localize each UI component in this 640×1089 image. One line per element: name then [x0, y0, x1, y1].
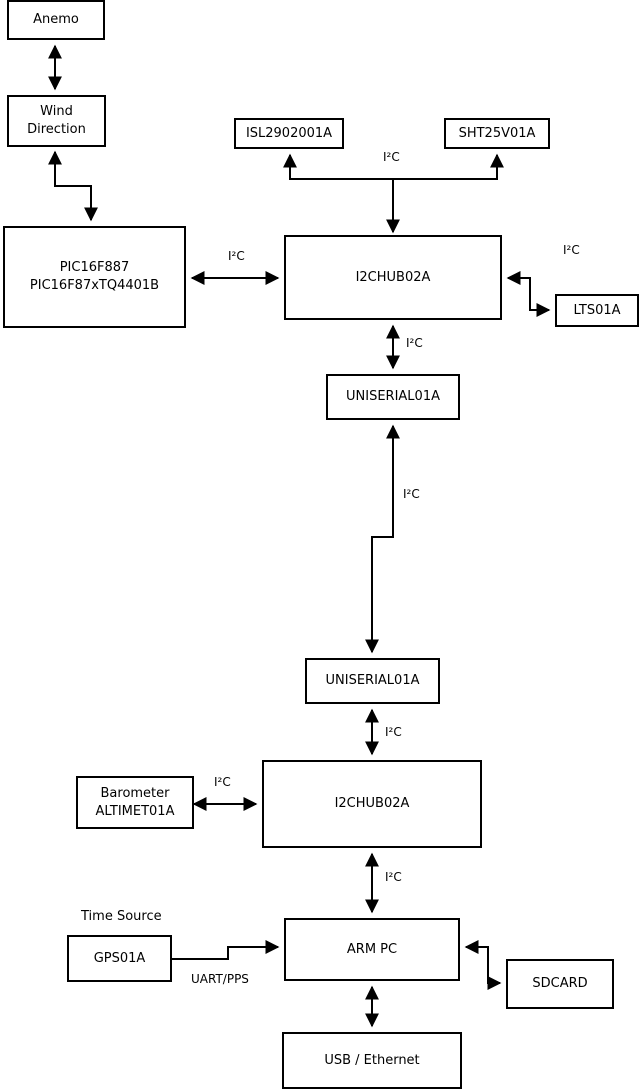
node-wind-direction[interactable]: Wind Direction [7, 95, 106, 147]
node-isl2902001a[interactable]: ISL2902001A [234, 118, 344, 149]
edge-label-barometer-hub: I²C [214, 775, 231, 789]
node-arm-pc[interactable]: ARM PC [284, 918, 460, 981]
node-anemo[interactable]: Anemo [7, 0, 105, 40]
connector-trunk-isl [283, 153, 393, 180]
connector-wind-pic [48, 150, 98, 222]
edge-label-hub-sensors: I²C [383, 150, 400, 164]
node-barometer-altimet01a-label: Barometer ALTIMET01A [95, 785, 175, 819]
edge-label-uniserial-hub2: I²C [385, 725, 402, 739]
node-sht25v01a-label: SHT25V01A [458, 125, 536, 141]
node-gps01a-label: GPS01A [93, 950, 146, 966]
node-uniserial01a-bottom-label: UNISERIAL01A [325, 673, 420, 689]
node-uniserial01a-bottom[interactable]: UNISERIAL01A [305, 658, 440, 704]
edge-label-pic-hub: I²C [228, 249, 245, 263]
edge-label-gps-armpc: UART/PPS [191, 972, 249, 986]
node-arm-pc-label: ARM PC [346, 941, 398, 957]
node-sdcard[interactable]: SDCARD [506, 959, 614, 1009]
label-time-source: Time Source [81, 909, 162, 924]
node-anemo-label: Anemo [33, 12, 79, 28]
edge-label-hub-lts: I²C [563, 243, 580, 257]
node-usb-ethernet-label: USB / Ethernet [324, 1052, 420, 1068]
node-pic-microcontroller-label: PIC16F887 PIC16F87xTQ4401B [29, 260, 160, 293]
connector-hubtop-lts [506, 271, 551, 317]
connector-trunk-sht [393, 153, 504, 180]
node-uniserial01a-top[interactable]: UNISERIAL01A [326, 374, 460, 420]
node-uniserial01a-top-label: UNISERIAL01A [346, 389, 440, 405]
node-i2chub02a-top[interactable]: I2CHUB02A [284, 235, 502, 320]
edge-label-uniserial-link: I²C [403, 487, 420, 501]
edge-label-hub-uniserial: I²C [406, 336, 423, 350]
node-sht25v01a[interactable]: SHT25V01A [444, 118, 550, 149]
node-wind-direction-label: Wind Direction [27, 104, 86, 137]
node-i2chub02a-top-label: I2CHUB02A [355, 269, 431, 285]
node-pic-microcontroller[interactable]: PIC16F887 PIC16F87xTQ4401B [3, 226, 186, 328]
connector-armpc-sdcard [464, 940, 502, 990]
node-usb-ethernet[interactable]: USB / Ethernet [282, 1032, 462, 1089]
node-barometer-altimet01a[interactable]: Barometer ALTIMET01A [76, 776, 194, 829]
node-gps01a[interactable]: GPS01A [67, 935, 172, 982]
node-i2chub02a-bottom-label: I2CHUB02A [334, 796, 410, 812]
node-isl2902001a-label: ISL2902001A [245, 125, 333, 141]
node-sdcard-label: SDCARD [532, 976, 588, 992]
node-lts01a[interactable]: LTS01A [555, 294, 639, 327]
connector-gps-armpc [172, 940, 280, 960]
node-lts01a-label: LTS01A [573, 302, 621, 318]
edge-label-hub-armpc: I²C [385, 870, 402, 884]
connector-uniserial-link [365, 424, 400, 654]
node-i2chub02a-bottom[interactable]: I2CHUB02A [262, 760, 482, 848]
